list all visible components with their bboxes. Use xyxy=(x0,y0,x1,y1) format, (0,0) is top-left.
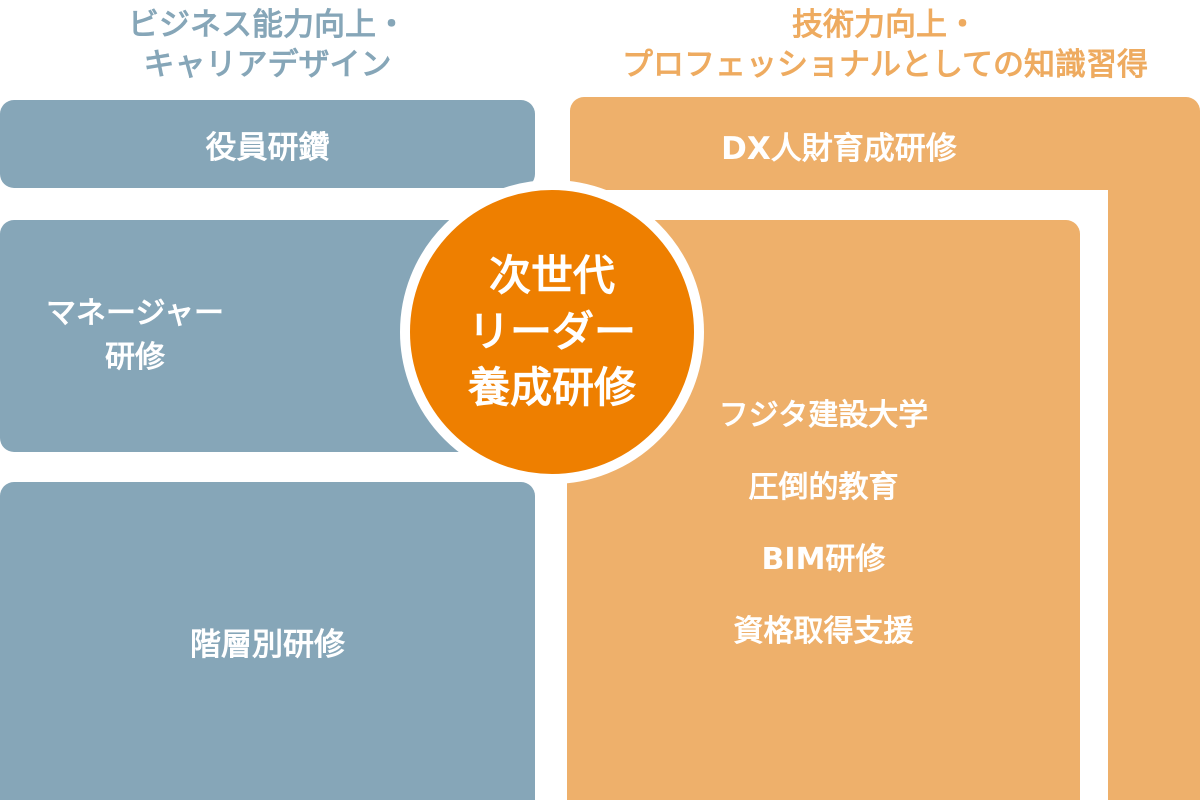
business-skills-heading-line2: キャリアデザイン xyxy=(143,47,392,83)
technical-skills-heading: 技術力向上・ プロフェッショナルとしての知識習得 xyxy=(570,0,1200,90)
business-skills-heading: ビジネス能力向上・ キャリアデザイン xyxy=(0,0,535,90)
tiered-training-label: 階層別研修 xyxy=(190,626,345,663)
list-item: フジタ建設大学 xyxy=(718,398,929,433)
technical-training-list: フジタ建設大学 圧倒的教育 BIM研修 資格取得支援 xyxy=(567,380,1080,668)
center-label-line2: リーダー xyxy=(467,307,636,356)
business-skills-heading-line1: ビジネス能力向上・ xyxy=(128,7,407,43)
manager-training-label-line2: 研修 xyxy=(105,340,165,375)
technical-skills-heading-line2: プロフェッショナルとしての知識習得 xyxy=(621,47,1149,83)
executive-training-box: 役員研鑽 xyxy=(0,100,535,188)
list-item: 圧倒的教育 xyxy=(748,470,899,505)
list-item: BIM研修 xyxy=(761,542,886,577)
next-generation-leader-circle: 次世代 リーダー 養成研修 xyxy=(400,180,704,484)
center-label-line3: 養成研修 xyxy=(467,363,636,412)
tiered-training-box: 階層別研修 xyxy=(0,482,535,800)
manager-training-label: マネージャー 研修 xyxy=(0,292,270,380)
manager-training-label-line1: マネージャー xyxy=(46,296,224,331)
executive-training-label: 役員研鑽 xyxy=(205,129,330,166)
dx-training-label: DX人財育成研修 xyxy=(721,130,957,167)
technical-skills-heading-line1: 技術力向上・ xyxy=(792,7,978,43)
center-label-line1: 次世代 xyxy=(488,251,615,300)
list-item: 資格取得支援 xyxy=(733,614,914,649)
